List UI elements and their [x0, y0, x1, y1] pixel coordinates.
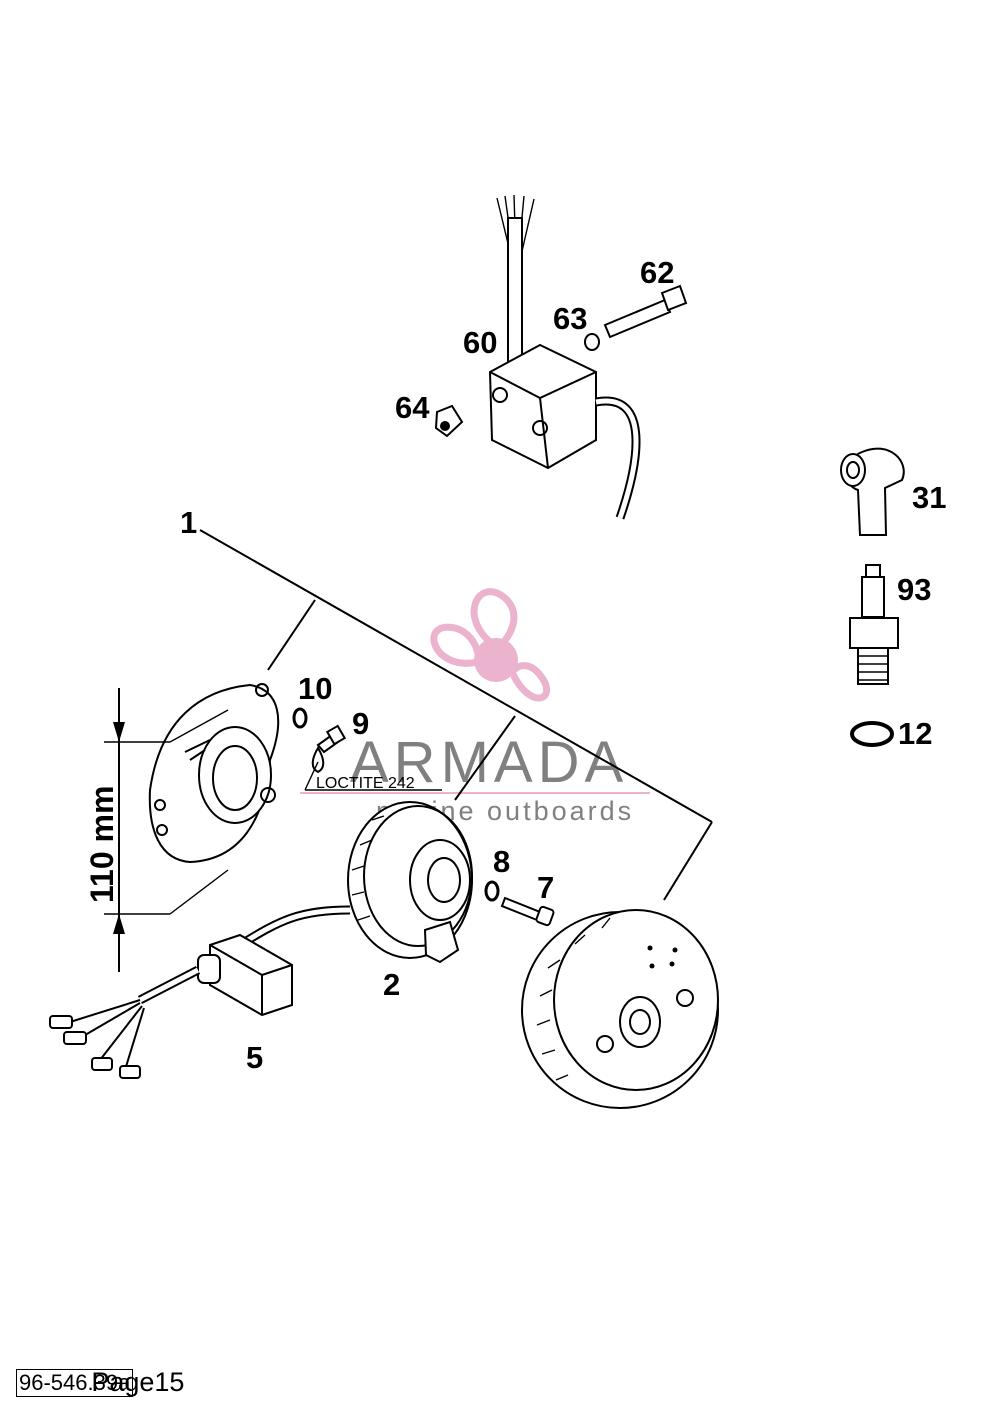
callout-7: 7: [537, 870, 554, 905]
drawing-code: 96-546.39a: [16, 1368, 134, 1397]
watermark-title: ARMADA: [350, 730, 628, 795]
callout-63: 63: [553, 301, 587, 336]
watermark-logo: ARMADA marine outboards: [300, 588, 650, 826]
part-63-washer: [584, 333, 600, 351]
part-12-sealing-ring: [850, 721, 894, 747]
callout-60: 60: [463, 325, 497, 360]
callout-8: 8: [493, 844, 510, 879]
loctite-note: LOCTITE 242: [304, 761, 442, 792]
part-64-nut: [434, 404, 464, 438]
part-93-spark-plug: [849, 564, 899, 685]
part-2-stator: [347, 801, 473, 964]
loctite-label: LOCTITE 242: [316, 775, 415, 792]
page-label: Page15: [91, 1367, 185, 1398]
callout-12: 12: [898, 716, 932, 751]
part-callouts: 1 2 5 7 8 9 10 12 31 60 62 63 64 93: [180, 255, 946, 1075]
part-9-screw: [311, 724, 347, 774]
part-7-bolt: [500, 896, 555, 927]
part-10-washer: [292, 707, 308, 729]
dimension-label: 110 mm: [84, 786, 120, 903]
part-8-washer: [484, 880, 500, 902]
callout-62: 62: [640, 255, 674, 290]
callout-93: 93: [897, 572, 931, 607]
part-31-spark-plug-cap: [840, 447, 905, 536]
propeller-icon: [430, 588, 550, 702]
dimension-110mm: 110 mm: [84, 688, 229, 972]
part-62-bolt: [603, 284, 688, 339]
callout-2: 2: [383, 967, 400, 1002]
leader-lines-assembly-1: [199, 529, 713, 901]
callout-9: 9: [352, 706, 369, 741]
flywheel-rotor: [521, 909, 719, 1109]
stator-base-plate: [148, 683, 280, 864]
part-5-pulse-generator: [49, 905, 351, 1079]
callout-31: 31: [912, 480, 946, 515]
page-footer: 96-546.39aPage15: [16, 1366, 184, 1398]
callout-10: 10: [298, 671, 332, 706]
callout-5: 5: [246, 1040, 263, 1075]
part-60-ignition-coil: [488, 194, 641, 520]
callout-1: 1: [180, 505, 197, 540]
callout-64: 64: [395, 390, 430, 425]
